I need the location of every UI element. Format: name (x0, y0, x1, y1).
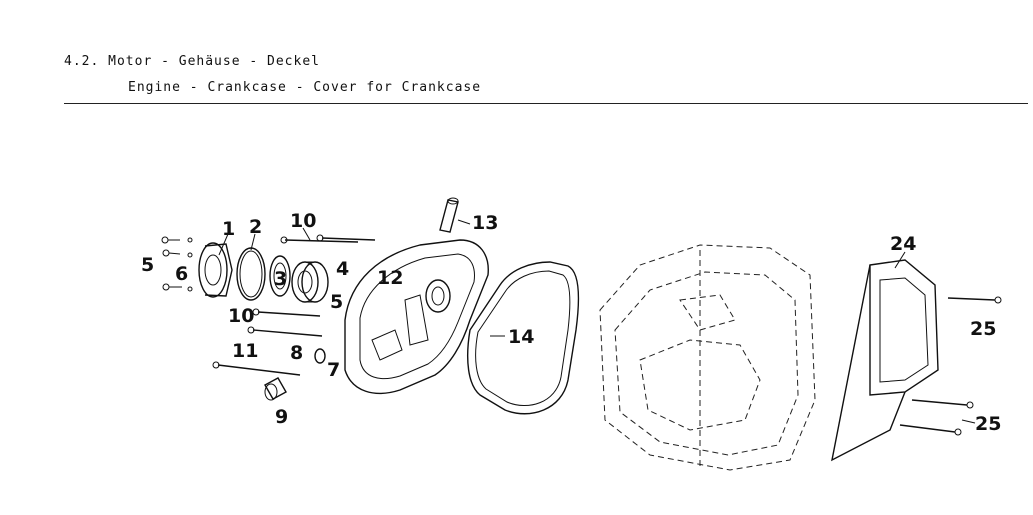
callout-5-center: 5 (330, 291, 343, 313)
callout-6: 6 (175, 263, 188, 285)
crankcase-body-outline (599, 244, 816, 471)
leader-lines (218, 219, 976, 424)
seal-part (269, 255, 291, 297)
callout-13: 13 (472, 212, 498, 234)
screw-group-left (161, 236, 193, 292)
callout-3: 3 (274, 268, 287, 290)
callout-24: 24 (890, 233, 916, 255)
section-title-english: Engine - Crankcase - Cover for Crankcase (128, 80, 482, 95)
callout-5-left: 5 (141, 254, 154, 276)
callout-12: 12 (377, 267, 403, 289)
callout-1: 1 (222, 218, 235, 240)
callout-9: 9 (275, 406, 288, 428)
bearing-cover-part (198, 242, 233, 298)
callout-14: 14 (508, 326, 534, 348)
callout-4: 4 (336, 258, 349, 280)
sleeve-part (264, 377, 287, 401)
callout-8: 8 (290, 342, 303, 364)
rear-cover-part (831, 259, 939, 462)
callout-2: 2 (249, 216, 262, 238)
washer-part (314, 348, 326, 364)
callout-25-top: 25 (970, 318, 996, 340)
callout-7: 7 (327, 359, 340, 381)
callout-10-top: 10 (290, 210, 316, 232)
breather-pipe-part (439, 197, 459, 233)
crankcase-cover-part (344, 239, 489, 394)
bolt-group (212, 234, 376, 376)
section-title-german: 4.2. Motor - Gehäuse - Deckel (64, 54, 320, 69)
bearing-part (291, 261, 329, 303)
callout-11: 11 (232, 340, 258, 362)
gasket-part (467, 261, 580, 415)
rear-bolt-group (899, 296, 1002, 436)
header-rule (64, 103, 1028, 104)
callout-10-left: 10 (228, 305, 254, 327)
callout-25-bottom: 25 (975, 413, 1001, 435)
oring-part (236, 247, 266, 301)
